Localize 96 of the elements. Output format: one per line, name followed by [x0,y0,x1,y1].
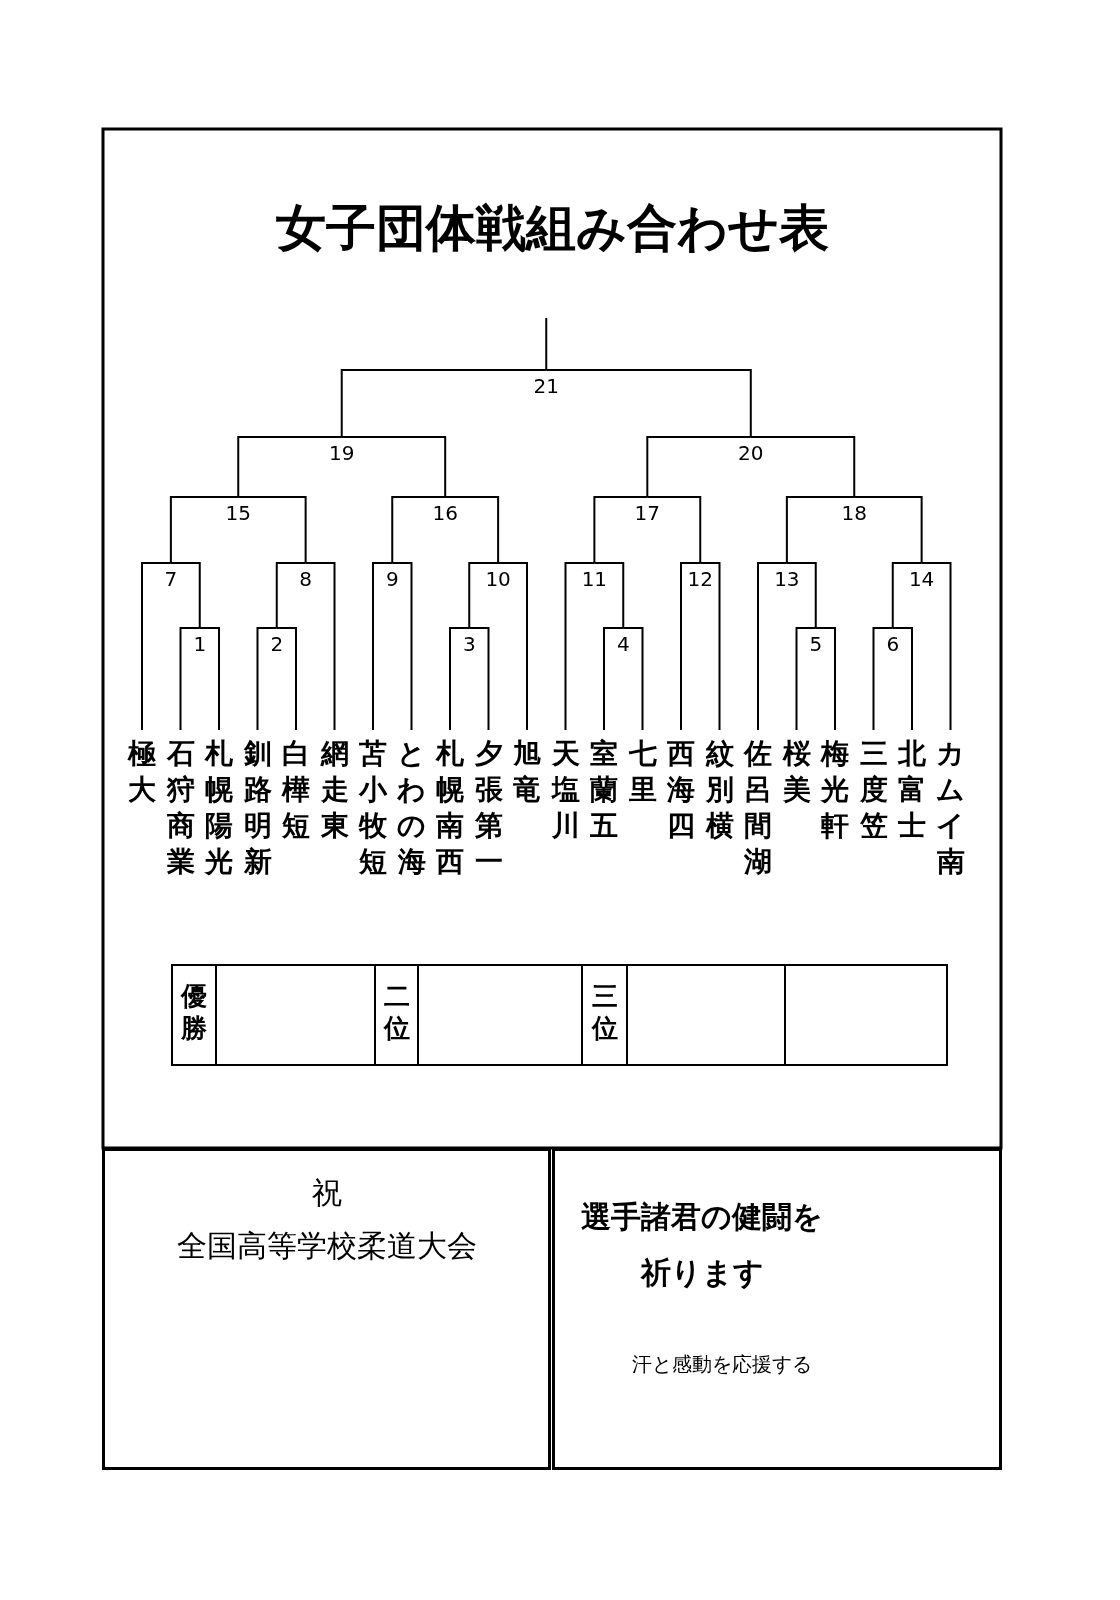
team-name: 夕張第一 [473,736,504,880]
bracket-line [699,562,721,731]
team-name: 苫小牧短 [358,736,388,880]
team-name: 網走東 [319,736,350,844]
bracket-line [593,562,625,629]
match-number: 14 [904,563,939,589]
match-number: 2 [259,628,294,654]
team-name: 天塩川 [550,736,581,844]
match-number: 13 [769,563,804,589]
team-name: 極大 [127,736,157,808]
match-number: 18 [837,497,872,523]
bracket-line [785,562,817,629]
bracket-line [237,436,343,498]
team-name: 室蘭五 [589,736,619,844]
bracket-line [891,562,923,629]
bracket-line [814,627,836,731]
match-number: 1 [182,628,217,654]
bracket-line [449,627,471,731]
bracket-line [340,369,548,438]
event-name-text: 全国高等学校柔道大会 [175,1227,478,1265]
bracket-line [391,496,447,564]
bracket-line [795,627,817,731]
match-number: 9 [375,563,410,589]
bracket-line [169,496,240,564]
message-text: 選手諸君の健闘を祈ります [580,1198,824,1292]
team-name: カムイ南 [935,736,966,880]
bracket-line [891,627,913,731]
bracket-line [256,627,278,731]
title: 女子団体戦組み合わせ表 [274,198,830,259]
bracket-line [179,627,201,731]
bracket-line [372,562,394,731]
match-number: 6 [875,628,910,654]
bracket-line [141,562,172,731]
match-number: 21 [529,370,564,396]
bracket-line [340,436,447,498]
match-number: 4 [606,628,641,654]
team-name: 白樺短 [281,736,311,844]
team-name: 札幌南西 [435,736,465,880]
bracket-line [198,627,220,731]
place-label: 優勝 [180,980,208,1044]
team-name: 釧路明新 [242,736,273,880]
bracket-line [237,496,307,564]
match-number: 10 [481,563,516,589]
team-name: 佐呂間湖 [743,736,773,880]
team-name: とわの海 [396,736,427,880]
bracket-line [680,562,702,731]
bracket-line [497,562,528,731]
team-name: 北富士 [897,736,927,844]
bracket-line [622,627,644,731]
match-number: 11 [577,563,612,589]
bracket-line [749,436,856,498]
bracket-line [545,369,752,438]
match-number: 20 [733,437,768,463]
bracket-line [391,562,413,731]
bracket-line [444,496,500,564]
bracket-line [545,317,548,371]
bracket-line [304,562,336,731]
heading-text: 祝 [310,1174,343,1212]
team-name: 三度笠 [858,736,889,844]
bracket-line [468,627,490,731]
bracket-line [920,562,952,731]
bracket-line [785,496,856,564]
match-number: 7 [153,563,188,589]
bracket-line [275,627,297,731]
bracket-line [872,627,894,731]
bracket-line [757,562,788,731]
place-label: 二位 [382,980,411,1044]
team-name: 桜美 [781,736,812,808]
team-name: 西海四 [666,736,696,844]
match-number: 15 [221,497,256,523]
bracket-line [603,627,625,731]
match-number: 5 [798,628,833,654]
bracket-line [564,562,596,731]
bracket-line [853,496,923,564]
match-number: 12 [683,563,718,589]
bracket-line [169,562,201,629]
team-name: 旭竜 [512,736,542,808]
message-panel [552,1148,1002,1470]
bracket-line [468,562,500,629]
team-name: 七里 [627,736,658,808]
match-number: 8 [288,563,323,589]
bracket-line [646,496,702,564]
team-name: 札幌陽光 [204,736,234,880]
team-name: 梅光軒 [820,736,850,844]
match-number: 3 [452,628,487,654]
match-number: 17 [630,497,665,523]
place-label: 三位 [590,980,619,1044]
bracket-line [646,436,752,498]
bracket-line [593,496,649,564]
slogan-text: 汗と感動を応援する [631,1351,813,1378]
team-name: 紋別横 [704,736,735,844]
bracket-line [275,562,307,629]
match-number: 16 [428,497,463,523]
team-name: 石狩商業 [165,736,196,880]
message-panel [102,1148,551,1470]
match-number: 19 [324,437,359,463]
